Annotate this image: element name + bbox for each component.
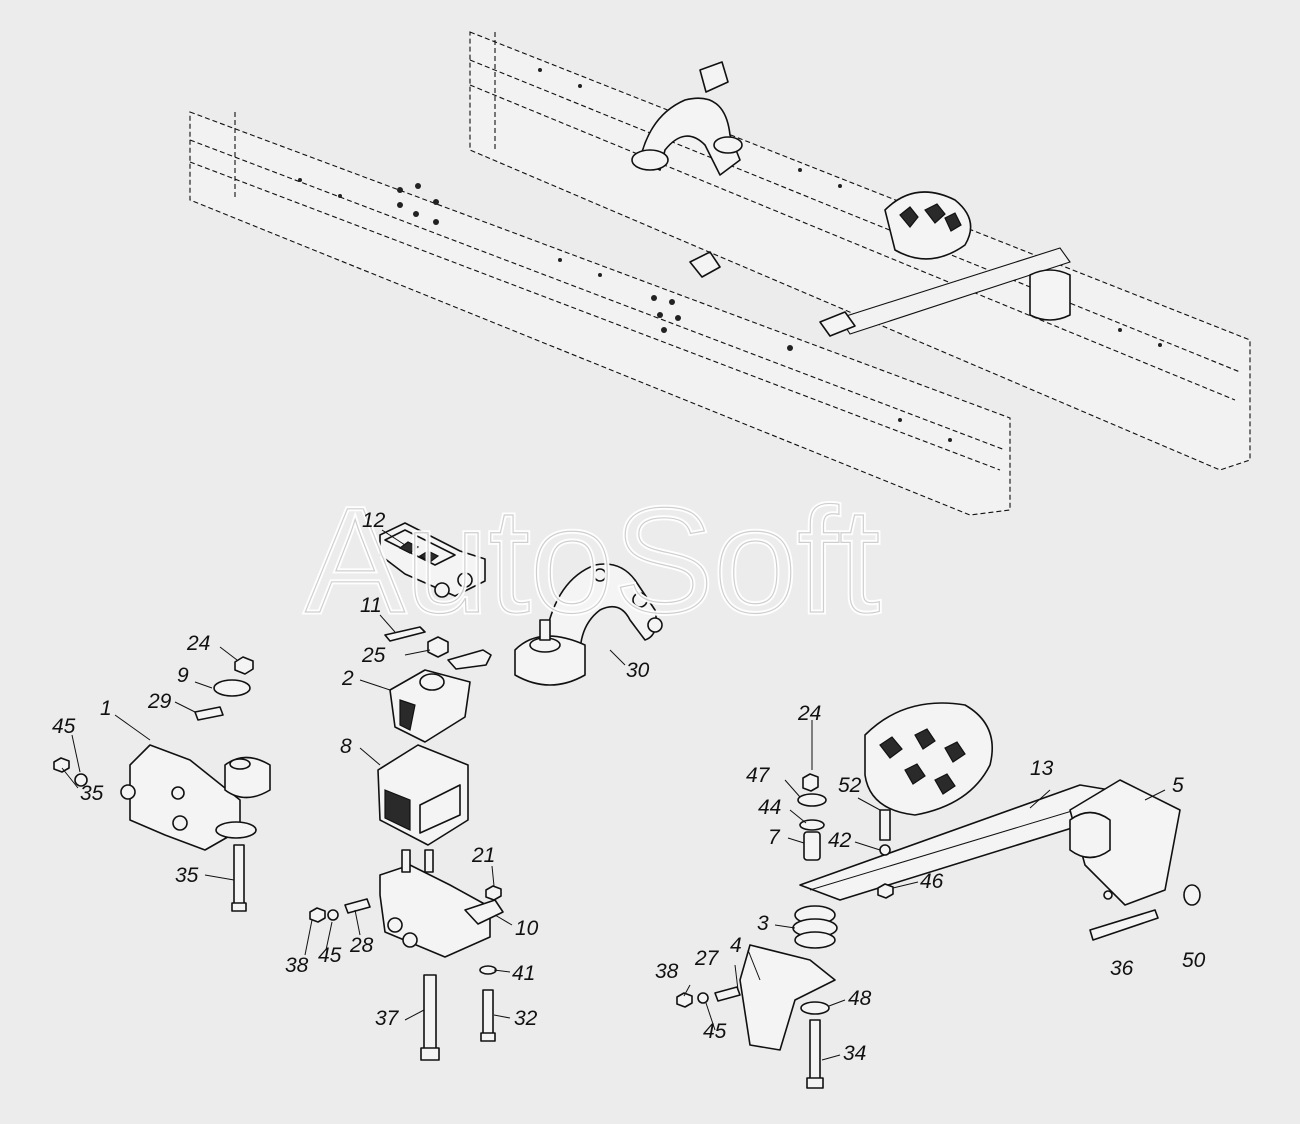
part-2-cushion — [389, 669, 471, 743]
part-25-nut — [427, 636, 449, 658]
part-labels: 12 11 25 2 8 30 24 9 29 1 45 35 35 21 10… — [52, 509, 1206, 1065]
label-11: 11 — [360, 594, 382, 617]
label-30: 30 — [626, 659, 650, 682]
part-50-washer — [1183, 884, 1201, 906]
part-28-bolt — [344, 898, 371, 914]
label-5: 5 — [1172, 774, 1184, 797]
label-7: 7 — [768, 826, 781, 849]
part-11-clip — [384, 626, 492, 670]
part-7-spacer — [803, 831, 821, 861]
label-34: 34 — [843, 1042, 866, 1065]
label-47: 47 — [746, 764, 771, 787]
washer-lower — [215, 821, 257, 839]
part-36-bolt — [1089, 909, 1159, 941]
part-42-washer — [879, 844, 891, 856]
part-35-bolt — [233, 844, 245, 906]
part-35-nut — [53, 757, 70, 773]
part-48-washer — [800, 1001, 830, 1015]
label-24-left: 24 — [186, 632, 210, 655]
part-21-nut — [485, 885, 502, 901]
part-38-nut-right — [676, 992, 693, 1008]
part-45-washer-mid — [327, 909, 339, 921]
label-3: 3 — [757, 912, 769, 935]
right-hardware — [676, 773, 1201, 1089]
label-41: 41 — [512, 962, 535, 985]
part-rear-mount-block — [864, 702, 994, 816]
label-24-right: 24 — [797, 702, 821, 725]
label-28: 28 — [349, 934, 374, 957]
label-42: 42 — [828, 829, 852, 852]
part-10-lower-bracket — [379, 849, 504, 958]
part-9-washer — [213, 679, 251, 697]
label-21: 21 — [471, 844, 495, 867]
part-8-housing — [377, 744, 469, 846]
part-3-rubber-cushion — [792, 905, 838, 949]
part-29-bolt — [194, 706, 224, 721]
label-52: 52 — [838, 774, 862, 797]
watermark-text: AutoSoft — [305, 476, 880, 644]
part-45-washer — [74, 773, 88, 787]
part-27-bolt — [714, 986, 741, 1002]
watermark-outline: AutoSoft — [305, 476, 880, 644]
label-10: 10 — [515, 917, 539, 940]
label-35-bolt: 35 — [175, 864, 199, 887]
part-5-bracket — [1069, 779, 1181, 906]
label-44: 44 — [758, 796, 781, 819]
label-13: 13 — [1030, 757, 1054, 780]
label-25: 25 — [361, 644, 386, 667]
part-4-bracket-lower — [739, 944, 836, 1051]
part-47-washer — [797, 793, 827, 807]
part-37-bolt — [423, 974, 437, 1051]
part-12-upper-bracket — [379, 522, 486, 598]
label-8: 8 — [340, 735, 352, 758]
left-hardware — [53, 656, 502, 1061]
label-32: 32 — [514, 1007, 538, 1030]
label-35-left: 35 — [80, 782, 104, 805]
label-9: 9 — [177, 664, 189, 687]
part-24-nut-right — [802, 773, 819, 792]
label-29: 29 — [147, 690, 172, 713]
label-38-left: 38 — [285, 954, 309, 977]
label-12: 12 — [362, 509, 386, 532]
part-1-side-bracket — [120, 744, 271, 851]
label-50: 50 — [1182, 949, 1206, 972]
label-45-left: 45 — [52, 715, 76, 738]
part-46-nut — [877, 883, 894, 899]
frame-bolt-holes — [298, 68, 1162, 442]
label-45-right: 45 — [703, 1020, 727, 1043]
label-45-mid: 45 — [318, 944, 342, 967]
label-2: 2 — [341, 667, 354, 690]
part-30-spring-bracket — [514, 563, 663, 686]
label-4: 4 — [730, 934, 742, 957]
label-1: 1 — [100, 697, 112, 720]
chassis-frame — [189, 31, 1251, 516]
part-45-washer-right — [697, 992, 709, 1004]
part-24-nut-left — [234, 656, 254, 675]
part-34-bolt — [809, 1019, 821, 1081]
part-52-bolt — [879, 809, 891, 841]
part-38-nut — [309, 907, 326, 923]
label-27: 27 — [694, 947, 720, 970]
label-38-right: 38 — [655, 960, 679, 983]
label-48: 48 — [848, 987, 872, 1010]
part-32-bolt — [482, 989, 494, 1036]
label-37: 37 — [375, 1007, 400, 1030]
label-46: 46 — [920, 870, 944, 893]
label-36: 36 — [1110, 957, 1134, 980]
part-41-washer — [479, 965, 497, 975]
leader-lines — [61, 529, 1166, 1061]
